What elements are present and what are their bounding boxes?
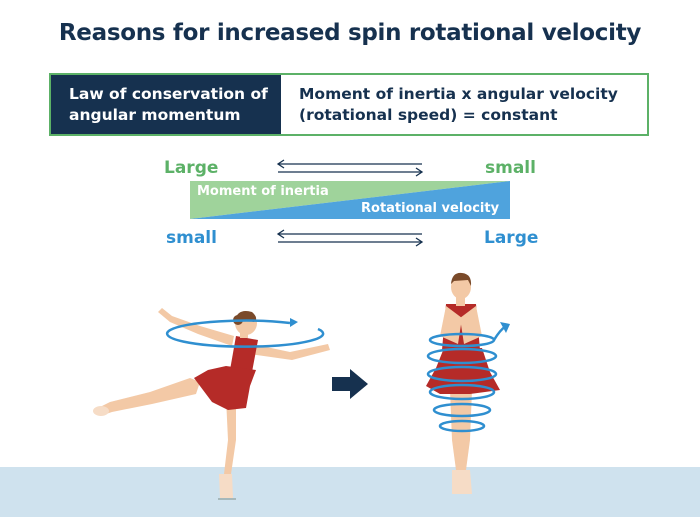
law-formula-panel: Moment of inertia x angular velocity (ro… — [281, 75, 647, 134]
skater-tucked — [426, 272, 500, 494]
top-double-arrow-icon — [276, 159, 424, 177]
ice-surface — [0, 467, 700, 517]
law-name-line1: Law of conservation of — [69, 84, 268, 103]
law-formula-line1: Moment of inertia x angular velocity — [299, 84, 618, 103]
inertia-small-label: small — [485, 158, 536, 178]
rotation-arrow-icon-right — [426, 322, 510, 433]
rotational-velocity-label: Rotational velocity — [361, 201, 500, 216]
moment-of-inertia-label: Moment of inertia — [197, 184, 329, 199]
velocity-large-label: Large — [484, 228, 539, 248]
arrow-right-icon — [332, 369, 368, 399]
bottom-double-arrow-icon — [276, 229, 424, 247]
scale-bar — [190, 181, 510, 219]
law-box: Law of conservation of angular momentum … — [49, 73, 649, 136]
velocity-small-label: small — [166, 228, 217, 248]
rotation-arrow-icon-left — [165, 318, 325, 348]
law-name-line2: angular momentum — [69, 105, 241, 124]
law-name-panel: Law of conservation of angular momentum — [51, 75, 281, 134]
skater-extended — [93, 308, 330, 500]
page-title: Reasons for increased spin rotational ve… — [58, 20, 642, 46]
law-formula-line2: (rotational speed) = constant — [299, 105, 558, 124]
inertia-large-label: Large — [164, 158, 219, 178]
